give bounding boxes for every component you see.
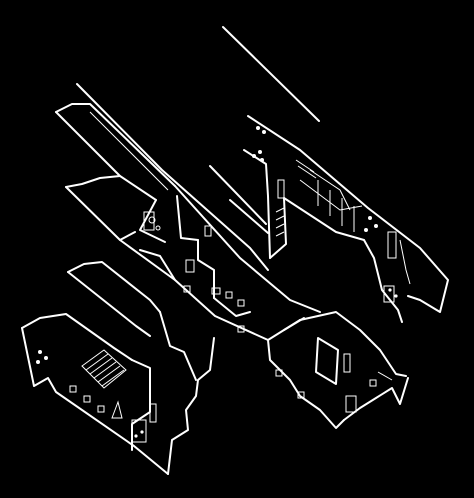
fixtures-ground: [36, 350, 157, 443]
loose-diagonal-lines: [209, 26, 320, 234]
fixtures-right: [252, 126, 411, 303]
middle-floor-plate: [119, 185, 321, 341]
staircase-ground: [81, 349, 127, 389]
right-upper-plate: [243, 115, 449, 323]
column-grid-right: [317, 180, 355, 232]
stair-treads-right: [275, 159, 317, 237]
ground-floor-plate: [21, 261, 215, 475]
right-lower-plate: [267, 311, 409, 429]
stair-symbol-top: [143, 211, 161, 231]
top-floor-plate: [55, 83, 269, 271]
fixtures-lower-right: [275, 353, 393, 413]
openings-middle: [183, 225, 245, 333]
